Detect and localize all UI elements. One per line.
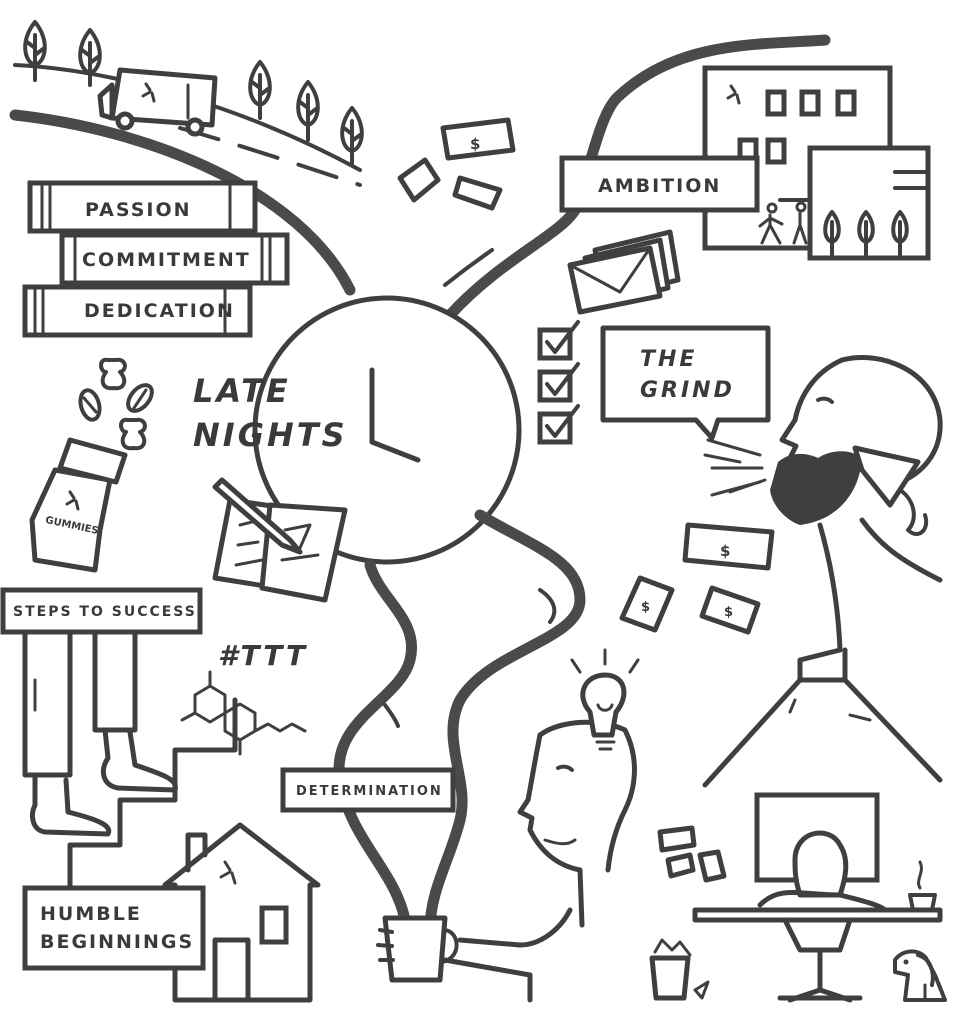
thinking-head-icon [520,722,634,925]
passion-label: PASSION [85,199,192,221]
desk-lamp-icon [705,650,940,785]
checkbox-icon [540,406,578,442]
late-nights-line2: NIGHTS [193,416,348,454]
gummy-bear-icon [121,420,145,448]
tree-icon [250,62,270,118]
tree-icon [342,108,362,165]
winding-road [339,515,580,930]
dollar-bill-icon: $ [702,588,758,632]
computer-desk-icon [695,795,940,1000]
hashtag-label: #TTT [218,639,308,672]
envelope-stack-icon [570,232,678,312]
dollar-bill-icon: $ [622,578,672,630]
trash-can-icon [652,940,708,998]
tree-icon [25,22,45,80]
molecule-icon [182,672,305,754]
checkbox-icon [540,322,578,358]
determination-label: DETERMINATION [296,784,443,799]
gummies-bottle-icon: GUMMIES [32,440,125,570]
delivery-truck-icon [100,70,215,134]
humble-line2: BEGINNINGS [40,931,194,953]
dog-icon [895,951,945,1000]
late-nights-line1: LATE [193,372,291,410]
checkbox-icon [540,364,578,400]
humble-line1: HUMBLE [40,903,142,925]
the-grind-line2: GRIND [640,378,735,403]
dedication-label: DEDICATION [84,300,235,322]
humble-box [25,888,203,968]
svg-text:$: $ [641,600,650,615]
dollar-bill-icon [455,178,500,208]
dollar-bill-icon: $ [685,525,772,568]
svg-text:$: $ [724,605,733,620]
svg-text:$: $ [470,135,480,153]
coffee-mug-icon [378,910,570,1000]
dollar-bill-icon [660,828,724,880]
dollar-bill-icon [400,160,438,200]
gummy-bear-icon [101,360,125,388]
dollar-bill-icon: $ [443,120,513,158]
the-grind-line1: THE [640,347,697,372]
svg-text:$: $ [720,542,730,560]
tree-icon [298,82,318,140]
commitment-label: COMMITMENT [82,249,251,271]
ambition-label: AMBITION [598,175,721,197]
steps-label: STEPS TO SUCCESS [13,604,197,620]
